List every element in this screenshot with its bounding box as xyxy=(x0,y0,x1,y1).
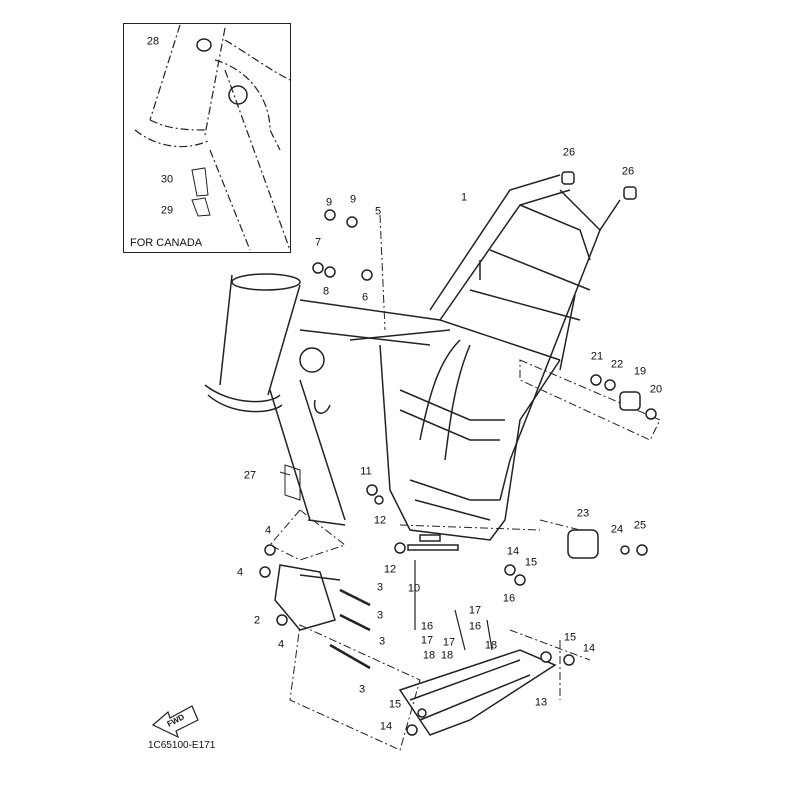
part-callout: 20 xyxy=(649,383,663,396)
part-callout: 18 xyxy=(484,639,498,652)
part-callout: 23 xyxy=(576,507,590,520)
part-callout: 16 xyxy=(502,592,516,605)
part-callout: 5 xyxy=(374,205,382,218)
part-callout: 17 xyxy=(442,636,456,649)
inset-caption: FOR CANADA xyxy=(130,237,203,249)
part-callout: 15 xyxy=(524,556,538,569)
part-callout: 18 xyxy=(422,649,436,662)
part-callout: 11 xyxy=(360,465,372,478)
part-callout: 27 xyxy=(243,469,257,482)
part-callout: 3 xyxy=(358,683,366,696)
part-callout: 26 xyxy=(562,146,576,159)
part-callout: 26 xyxy=(621,165,635,178)
part-callout: 13 xyxy=(534,696,548,709)
canada-inset-box xyxy=(123,23,291,253)
part-callout: 4 xyxy=(277,638,285,651)
part-callout: 22 xyxy=(610,358,624,371)
part-callout: 16 xyxy=(420,620,434,633)
part-callout: 29 xyxy=(160,204,174,217)
part-callout: 14 xyxy=(379,720,393,733)
part-callout: 6 xyxy=(361,291,369,304)
part-callout: 14 xyxy=(582,642,596,655)
part-callout: 3 xyxy=(378,635,386,648)
part-callout: 1 xyxy=(460,191,468,204)
part-callout: 16 xyxy=(468,620,482,633)
part-callout: 4 xyxy=(236,566,244,579)
part-callout: 15 xyxy=(388,698,402,711)
forward-arrow-icon xyxy=(151,705,199,739)
part-callout: 17 xyxy=(468,604,482,617)
part-callout: 7 xyxy=(314,236,322,249)
part-callout: 4 xyxy=(264,524,272,537)
inset-drawing xyxy=(134,24,291,251)
part-callout: 18 xyxy=(440,649,454,662)
part-callout: 14 xyxy=(506,545,520,558)
part-callout: 10 xyxy=(407,582,421,595)
part-callout: 12 xyxy=(383,563,397,576)
diagram-code: 1C65100-E171 xyxy=(148,740,216,751)
part-callout: 12 xyxy=(373,514,387,527)
part-callout: 3 xyxy=(376,609,384,622)
part-callout: 24 xyxy=(610,523,624,536)
part-callout: 8 xyxy=(322,285,330,298)
part-callout: 17 xyxy=(420,634,434,647)
part-callout: 25 xyxy=(633,519,647,532)
part-callout: 28 xyxy=(146,35,160,48)
part-callout: 9 xyxy=(349,193,357,206)
part-callout: 19 xyxy=(633,365,647,378)
part-callout: 15 xyxy=(563,631,577,644)
part-callout: 9 xyxy=(325,196,333,209)
part-callout: 2 xyxy=(253,614,261,627)
part-callout: 3 xyxy=(376,581,384,594)
part-callout: 21 xyxy=(590,350,604,363)
part-callout: 30 xyxy=(160,173,174,186)
